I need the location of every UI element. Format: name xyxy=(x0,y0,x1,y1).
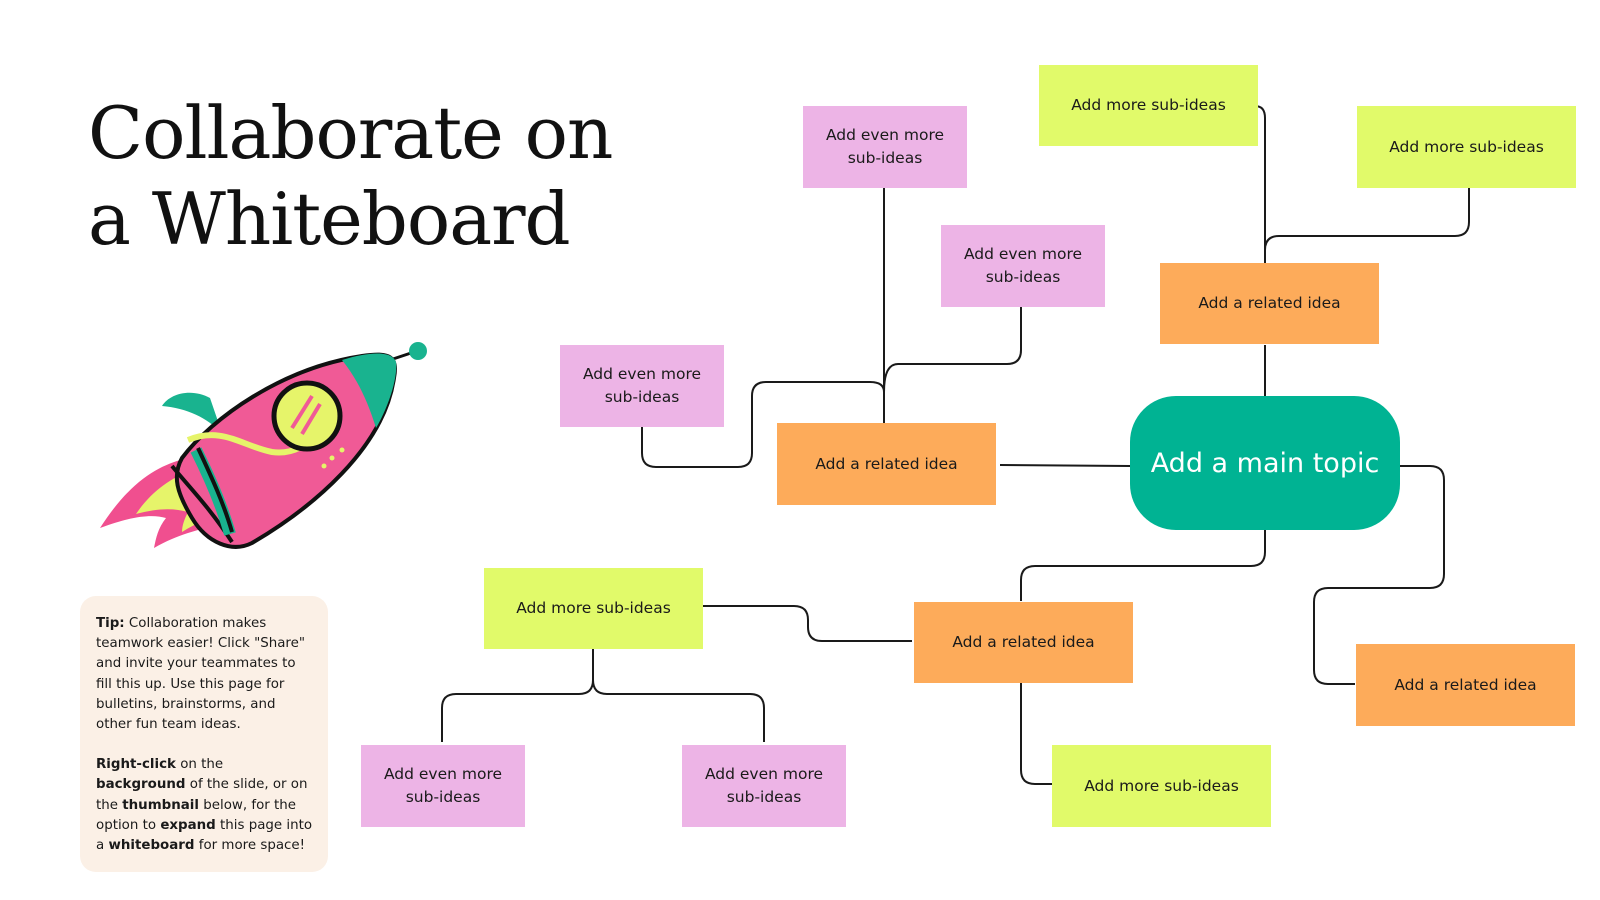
connector-main-right xyxy=(1313,465,1445,685)
connector-lime-down-right xyxy=(592,679,765,742)
connector-related-top-branch xyxy=(1264,188,1470,265)
connector-related-left-left xyxy=(641,381,885,468)
rc-bold-4: whiteboard xyxy=(108,838,195,854)
rc-bold-2: thumbnail xyxy=(122,797,199,813)
related-idea-node[interactable]: Add a related idea xyxy=(1160,263,1379,344)
node-label: Add even more sub-ideas xyxy=(582,365,702,406)
rc-bold-3: expand xyxy=(160,817,216,833)
node-label: Add even more sub-ideas xyxy=(383,765,503,806)
node-label: Add even more sub-ideas xyxy=(963,245,1083,286)
rc-text-2: of the slide, or on the xyxy=(96,777,308,813)
tip-label: Tip: xyxy=(96,616,125,631)
connector-main-left xyxy=(999,464,1131,467)
title-line-2: a Whiteboard xyxy=(88,177,571,261)
rc-text-1: on the xyxy=(175,757,224,773)
even-more-sub-idea-node[interactable]: Add even more sub-ideas xyxy=(682,745,846,827)
node-label: Add a related idea xyxy=(1394,675,1537,694)
node-label: Add a related idea xyxy=(815,454,958,473)
main-topic-node[interactable]: Add a main topic xyxy=(1130,396,1400,530)
node-label: Add more sub-ideas xyxy=(1084,776,1239,795)
connector-related-bottom-down xyxy=(1020,681,1052,785)
node-label: Add even more sub-ideas xyxy=(825,126,945,167)
node-label: Add more sub-ideas xyxy=(1389,137,1544,156)
title-line-1: Collaborate on xyxy=(88,91,613,175)
rc-label: Right-click xyxy=(96,757,176,773)
sub-idea-node[interactable]: Add more sub-ideas xyxy=(1357,106,1576,188)
related-idea-node[interactable]: Add a related idea xyxy=(914,602,1133,683)
rocket-illustration xyxy=(100,342,427,549)
related-idea-node[interactable]: Add a related idea xyxy=(777,423,996,505)
even-more-sub-idea-node[interactable]: Add even more sub-ideas xyxy=(941,225,1105,307)
page-title: Collaborate on a Whiteboard xyxy=(88,90,648,262)
connector-lime-down xyxy=(441,646,594,742)
connector-related-bottom-left xyxy=(703,605,912,642)
connector-main-down xyxy=(1020,530,1266,601)
tip-text: Collaboration makes teamwork easier! Cli… xyxy=(96,616,306,733)
even-more-sub-idea-node[interactable]: Add even more sub-ideas xyxy=(361,745,525,827)
sub-idea-node[interactable]: Add more sub-ideas xyxy=(1052,745,1271,827)
rc-text-4: this page into a xyxy=(96,817,313,854)
tip-paragraph: Tip: Collaboration makes teamwork easier… xyxy=(96,614,314,735)
even-more-sub-idea-node[interactable]: Add even more sub-ideas xyxy=(803,106,967,188)
related-idea-node[interactable]: Add a related idea xyxy=(1356,644,1575,726)
node-label: Add a related idea xyxy=(1198,294,1341,312)
right-click-paragraph: Right-click on the background of the sli… xyxy=(96,755,314,856)
even-more-sub-idea-node[interactable]: Add even more sub-ideas xyxy=(560,345,724,427)
connector-related-left-right xyxy=(883,306,1022,393)
node-label: Add even more sub-ideas xyxy=(704,765,824,806)
node-label: Add a related idea xyxy=(952,633,1095,651)
rc-text-5: for more space! xyxy=(194,838,305,854)
tip-card: Tip: Collaboration makes teamwork easier… xyxy=(80,596,328,872)
node-label: Add more sub-ideas xyxy=(1071,96,1226,114)
rc-text-3: below, for the option to xyxy=(96,797,297,833)
node-label: Add more sub-ideas xyxy=(516,599,671,617)
sub-idea-node[interactable]: Add more sub-ideas xyxy=(1039,65,1258,146)
sub-idea-node[interactable]: Add more sub-ideas xyxy=(484,568,703,649)
main-topic-label: Add a main topic xyxy=(1150,447,1380,479)
rc-bold-1: background xyxy=(96,777,186,793)
